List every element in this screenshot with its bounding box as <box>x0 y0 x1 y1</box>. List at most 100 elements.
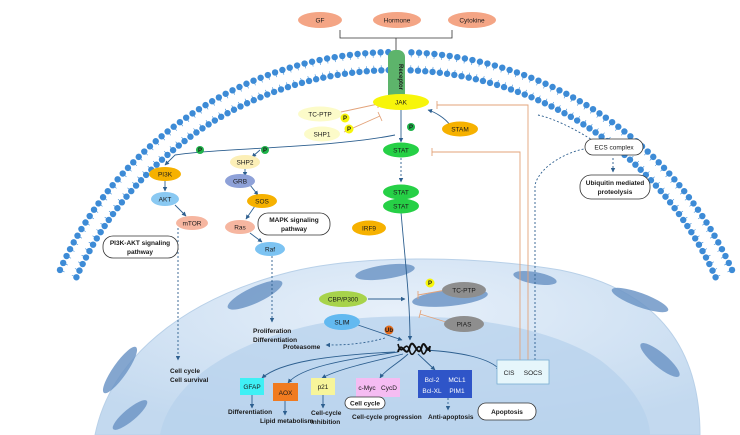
akt: AKT <box>151 192 179 206</box>
lipid-head <box>728 266 736 274</box>
lipid-head <box>461 55 469 62</box>
lipid-head <box>718 245 726 253</box>
dna-gfap-arrow <box>261 351 396 379</box>
ras-raf-arrow <box>249 232 263 243</box>
lipid-head <box>666 199 674 206</box>
lipid-head <box>573 117 581 124</box>
lipid-head <box>217 113 225 121</box>
grb-sos-arrow <box>249 184 259 196</box>
lipid-head <box>662 193 669 200</box>
lipid-head <box>135 153 142 161</box>
lipid-head <box>66 245 74 253</box>
lipid-head <box>691 235 699 242</box>
lipid-head <box>423 50 430 57</box>
svg-text:GF: GF <box>315 18 324 25</box>
lipid-head <box>703 219 710 226</box>
lipid-head <box>657 187 664 195</box>
lipid-label: Lipid metabolism <box>260 418 314 425</box>
svg-text:P: P <box>263 148 267 154</box>
lipid-head <box>632 161 639 168</box>
svg-text:SOCS: SOCS <box>524 370 543 377</box>
lipid-head <box>589 105 597 113</box>
lipid-head <box>59 259 67 267</box>
lipid-head <box>438 51 446 59</box>
lipid-head <box>506 66 513 74</box>
svg-text:P: P <box>347 127 351 133</box>
lipid-head <box>615 123 622 130</box>
svg-text:Ub: Ub <box>385 328 393 334</box>
pias: PIAS <box>444 316 484 332</box>
svg-text:SOS: SOS <box>255 199 269 206</box>
lipid-head <box>199 125 206 132</box>
stat-nuclear-arrow <box>400 211 413 341</box>
jak: JAK <box>373 94 429 110</box>
svg-text:STAT: STAT <box>393 148 409 155</box>
lipid-head <box>685 194 693 201</box>
dna-bcl-arrow <box>417 353 436 371</box>
dna-aox-arrow <box>287 351 399 384</box>
lipid-head <box>142 171 150 179</box>
lipid-head <box>666 170 673 177</box>
lipid-head <box>137 177 145 184</box>
lipid-head <box>341 70 349 77</box>
lipid-head <box>270 88 278 96</box>
lipid-head <box>443 70 451 77</box>
lipid-head <box>114 176 121 183</box>
lipid-head <box>725 259 733 267</box>
lipid-head <box>458 72 465 80</box>
cbp-p300: CBP/P300 <box>319 291 367 307</box>
lipid-head <box>123 193 130 200</box>
lipid-head <box>586 125 593 132</box>
lipid-head <box>655 159 662 166</box>
lipid-head <box>514 88 522 96</box>
lipid-head <box>164 151 171 159</box>
lipid-head <box>119 170 126 177</box>
lipid-head <box>356 68 363 76</box>
lipid-head <box>711 232 718 239</box>
lipid-head <box>230 106 238 113</box>
stam: STAM <box>442 121 478 137</box>
dna-strand-icon <box>397 343 431 356</box>
svg-text:SHP2: SHP2 <box>237 160 254 167</box>
lipid-head <box>694 206 702 213</box>
lipid-head <box>284 83 292 91</box>
lipid-head <box>363 68 370 75</box>
lipid-head <box>264 71 272 79</box>
lipid-head <box>348 69 356 76</box>
dna-socs-arrow <box>424 349 501 371</box>
cc-inhibition-label: Cell-cycle <box>311 410 342 417</box>
lipid-head <box>469 56 476 64</box>
svg-text:TC-PTP: TC-PTP <box>308 112 331 119</box>
lipid-head <box>271 69 279 76</box>
akt-mtor-arrow <box>174 204 187 217</box>
branch-shp2-arrow <box>251 149 261 158</box>
lipid-head <box>354 50 361 58</box>
lipid-head <box>158 133 165 140</box>
lipid-head <box>556 87 563 94</box>
stat-dimer: STAT STAT <box>383 184 419 214</box>
svg-text:Bcl-XL: Bcl-XL <box>422 388 442 395</box>
lipid-head <box>436 69 444 76</box>
lipid-head <box>109 181 116 189</box>
lipid-head <box>702 254 710 261</box>
pi3k-akt-pathway: PI3K-AKT signaling pathway <box>102 235 179 259</box>
lipid-head <box>377 49 384 56</box>
lipid-head <box>237 103 244 110</box>
lipid-head <box>608 118 616 126</box>
lipid-head <box>264 91 271 98</box>
lipid-head <box>451 71 458 79</box>
svg-text:Receptor: Receptor <box>397 64 403 91</box>
svg-text:SLIM: SLIM <box>334 320 349 327</box>
lipid-head <box>500 83 508 91</box>
lipid-head <box>305 77 313 85</box>
lipid-head <box>277 86 285 93</box>
sos: SOS <box>247 194 277 208</box>
lipid-head <box>479 77 487 85</box>
svg-text:p21: p21 <box>318 384 329 391</box>
lipid-head <box>114 204 121 212</box>
lipid-head <box>109 210 117 218</box>
lipid-head <box>715 239 722 246</box>
lipid-head <box>331 53 338 61</box>
mtor: mTOR <box>176 216 208 230</box>
svg-text:STAM: STAM <box>451 127 469 134</box>
